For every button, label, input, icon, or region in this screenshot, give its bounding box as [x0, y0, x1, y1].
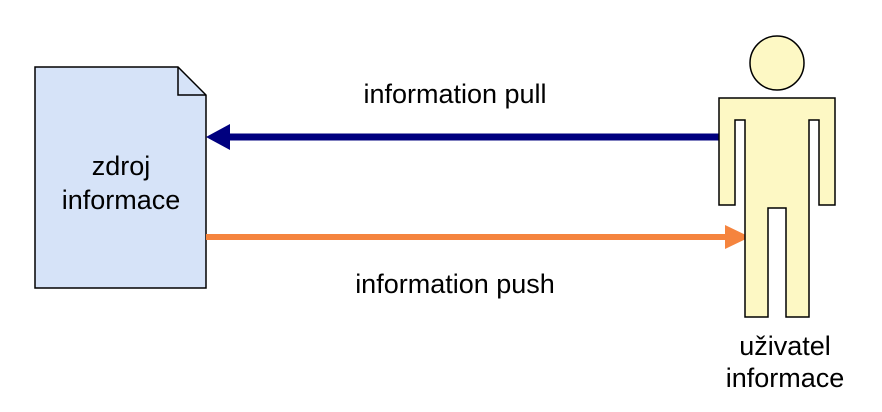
pull-arrow-head — [206, 124, 230, 150]
push-label: information push — [355, 269, 555, 299]
user-head — [749, 35, 805, 91]
user-body — [718, 97, 836, 318]
document-fold-corner — [177, 67, 206, 96]
pull-label: information pull — [363, 79, 547, 109]
push-arrow-head — [725, 225, 750, 249]
source-label: zdroj informace — [36, 150, 206, 218]
user-label-line1: uživatel — [739, 331, 831, 361]
user-label: uživatel informace — [700, 330, 870, 395]
source-label-line2: informace — [61, 184, 181, 215]
source-label-line1: zdroj — [91, 151, 151, 181]
document-shape — [34, 66, 207, 289]
user-label-line2: informace — [725, 363, 845, 394]
